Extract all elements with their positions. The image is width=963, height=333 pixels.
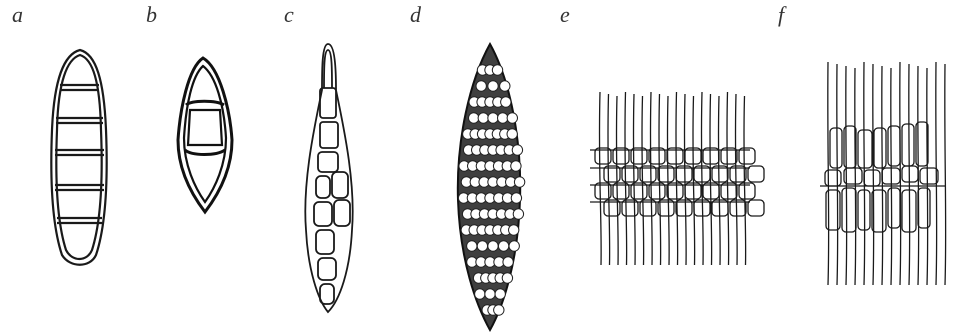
spore-d-cell <box>467 241 477 251</box>
spore-c-drawing <box>270 0 400 333</box>
spore-a-drawing <box>0 0 140 333</box>
spore-d-cell <box>512 145 522 155</box>
spore-d-cell <box>513 209 523 219</box>
spore-d-cell <box>476 81 486 91</box>
spore-d-cell <box>498 241 508 251</box>
spore-d-cell <box>485 289 495 299</box>
panel-b: b <box>140 0 270 333</box>
tissue-f-drawing <box>770 0 963 333</box>
spore-d-cell <box>478 113 488 123</box>
spore-d-cell <box>501 97 511 107</box>
panel-a: a <box>0 0 140 333</box>
spore-d-cell <box>511 161 521 171</box>
spore-d-cell <box>507 113 517 123</box>
spore-d-cell <box>488 113 498 123</box>
spore-d-cell <box>498 113 508 123</box>
tissue-e-drawing <box>550 0 770 333</box>
spore-d-cell <box>507 129 517 139</box>
spore-d-cell <box>495 289 505 299</box>
panel-c: c <box>270 0 400 333</box>
spore-d-cell <box>500 81 510 91</box>
panel-f: f <box>770 0 963 333</box>
spore-d-cell <box>475 289 485 299</box>
spore-d-cell <box>514 177 524 187</box>
spore-d-cell <box>509 225 519 235</box>
spore-d-drawing <box>400 0 550 333</box>
spore-d-cell <box>469 113 479 123</box>
spore-d-cell <box>488 241 498 251</box>
spore-b-drawing <box>140 0 270 333</box>
panel-d: d <box>400 0 550 333</box>
spore-d-cell <box>488 81 498 91</box>
spore-d-cell <box>502 273 512 283</box>
spore-d-cell <box>509 241 519 251</box>
spore-d-cell <box>503 257 513 267</box>
panel-e: e <box>550 0 770 333</box>
spore-d-cell <box>511 193 521 203</box>
spore-d-cell <box>492 65 502 75</box>
spore-d-cell <box>494 305 504 315</box>
spore-d-cell <box>477 241 487 251</box>
